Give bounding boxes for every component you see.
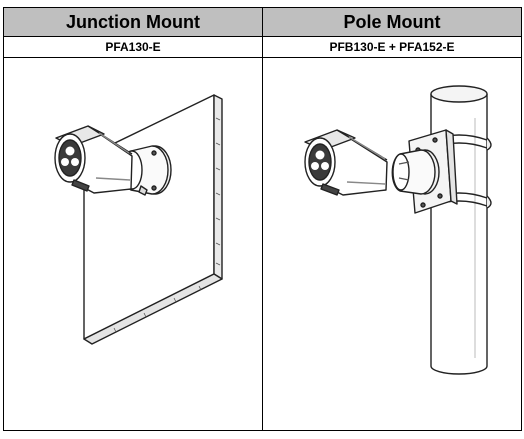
camera-on-pole-bracket-illustration	[304, 85, 492, 375]
header-pole-mount: Pole Mount	[262, 7, 522, 37]
junction-box	[121, 145, 172, 196]
model-junction-mount: PFA130-E	[3, 36, 263, 58]
model-pole-mount: PFB130-E + PFA152-E	[262, 36, 522, 58]
figure-cell-junction	[3, 57, 263, 431]
junction-box	[391, 149, 440, 195]
figure-row	[3, 57, 522, 431]
figure-cell-pole	[262, 57, 522, 431]
model-row: PFA130-E PFB130-E + PFA152-E	[3, 36, 522, 58]
mount-comparison-table: Junction Mount Pole Mount PFA130-E PFB13…	[3, 7, 522, 431]
camera-on-wall-junction-box-illustration	[54, 94, 223, 345]
pole	[430, 85, 488, 375]
bullet-camera	[54, 125, 133, 194]
header-row: Junction Mount Pole Mount	[3, 7, 522, 37]
header-junction-mount: Junction Mount	[3, 7, 263, 37]
wall-panel	[83, 94, 223, 345]
bullet-camera	[304, 129, 388, 196]
